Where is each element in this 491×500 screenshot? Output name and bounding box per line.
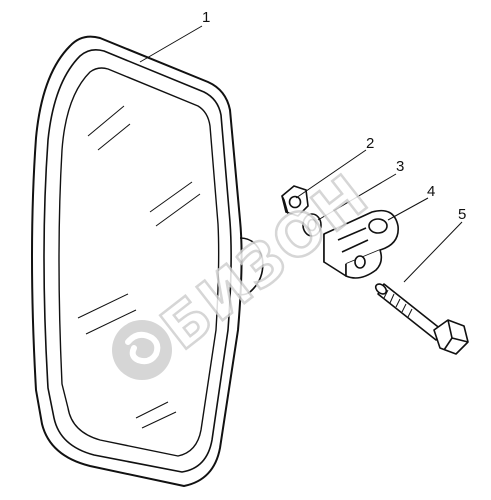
callout-5: 5 (458, 206, 466, 223)
leader-1 (139, 25, 203, 63)
callout-4: 4 (427, 183, 435, 200)
callout-2: 2 (366, 135, 374, 152)
mirror-assembly (31, 35, 264, 487)
leader-4 (387, 197, 429, 221)
mirror-clamp (323, 209, 399, 279)
callout-3: 3 (396, 158, 404, 175)
mirror-glass (58, 67, 220, 457)
mirror-mount-boss (237, 237, 264, 296)
mirror-frame-inner (43, 49, 232, 473)
leader-3 (317, 173, 397, 221)
spring-washer (302, 213, 322, 237)
callout-1: 1 (202, 9, 210, 26)
leader-2 (295, 149, 367, 199)
glass-reflection-lines (77, 105, 201, 429)
bizon-swirl-logo (112, 320, 172, 380)
leader-5 (403, 221, 463, 283)
hex-bolt (374, 283, 469, 355)
mirror-frame-outer (31, 35, 243, 487)
bolt-thread (383, 289, 413, 318)
leader-lines (139, 25, 463, 283)
hex-nut (281, 185, 309, 217)
